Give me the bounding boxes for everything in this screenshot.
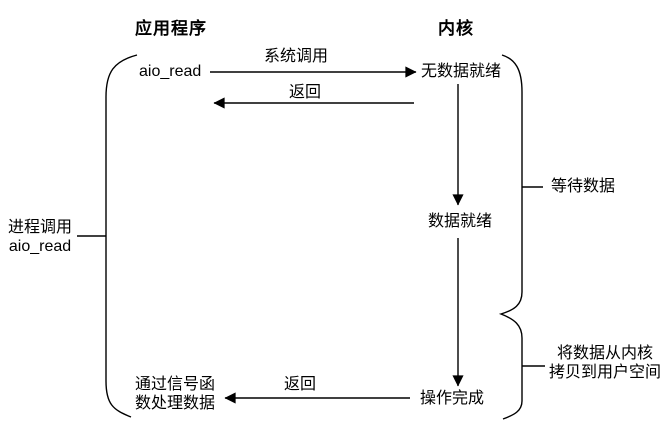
label-process-call-aio-read: 进程调用 aio_read xyxy=(7,219,72,255)
node-no-data-ready: 无数据就绪 xyxy=(421,63,502,80)
node-operation-complete: 操作完成 xyxy=(420,390,485,407)
node-data-ready: 数据就绪 xyxy=(428,213,493,230)
application-column-header: 应用程序 xyxy=(135,19,207,38)
label-copy-kernel-to-user: 将数据从内核 拷贝到用户空间 xyxy=(548,345,661,381)
node-aio-read: aio_read xyxy=(139,63,202,80)
kernel-column-header: 内核 xyxy=(438,19,474,38)
label-return-top: 返回 xyxy=(288,84,321,101)
right-brace xyxy=(498,54,523,420)
left-brace xyxy=(105,54,138,418)
label-wait-for-data: 等待数据 xyxy=(551,178,616,195)
label-return-bottom: 返回 xyxy=(283,376,316,393)
label-system-call: 系统调用 xyxy=(263,48,328,65)
node-signal-handler: 通过信号函 数处理数据 xyxy=(134,376,215,412)
